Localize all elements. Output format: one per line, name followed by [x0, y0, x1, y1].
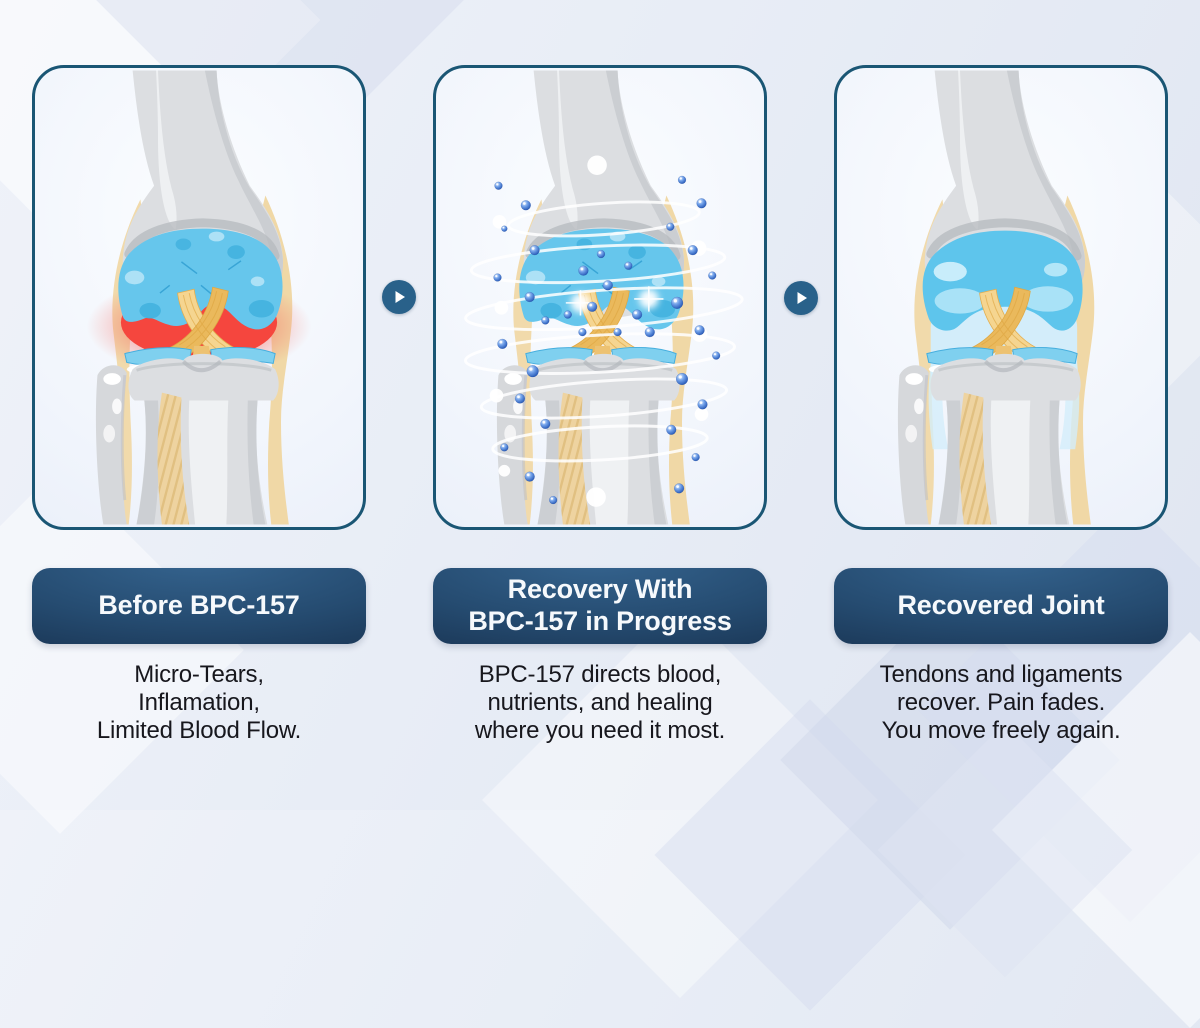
- recovered-knee-illustration: [837, 68, 1165, 527]
- panel-title-pill: Recovery With BPC-157 in Progress: [433, 568, 767, 644]
- panel-during: Recovery With BPC-157 in Progress BPC-15…: [433, 65, 767, 745]
- play-arrow-icon: [395, 291, 405, 303]
- next-step-arrow-1: [382, 280, 416, 314]
- panel-before: Before BPC-157 Micro-Tears, Inflamation,…: [32, 65, 366, 745]
- panel-description: BPC-157 directs blood, nutrients, and he…: [474, 661, 726, 744]
- panel-description: Micro-Tears, Inflamation, Limited Blood …: [96, 661, 302, 744]
- panel-title-pill: Before BPC-157: [32, 568, 366, 644]
- knee-card-during: [433, 65, 767, 530]
- inflamed-knee-illustration: [35, 68, 363, 527]
- panel-title-pill: Recovered Joint: [834, 568, 1168, 644]
- healing-knee-illustration: [436, 68, 764, 527]
- panel-description: Tendons and ligaments recover. Pain fade…: [879, 661, 1123, 744]
- play-arrow-icon: [797, 292, 807, 304]
- knee-card-before: [32, 65, 366, 530]
- panel-after: Recovered Joint Tendons and ligaments re…: [834, 65, 1168, 745]
- knee-card-after: [834, 65, 1168, 530]
- next-step-arrow-2: [784, 281, 818, 315]
